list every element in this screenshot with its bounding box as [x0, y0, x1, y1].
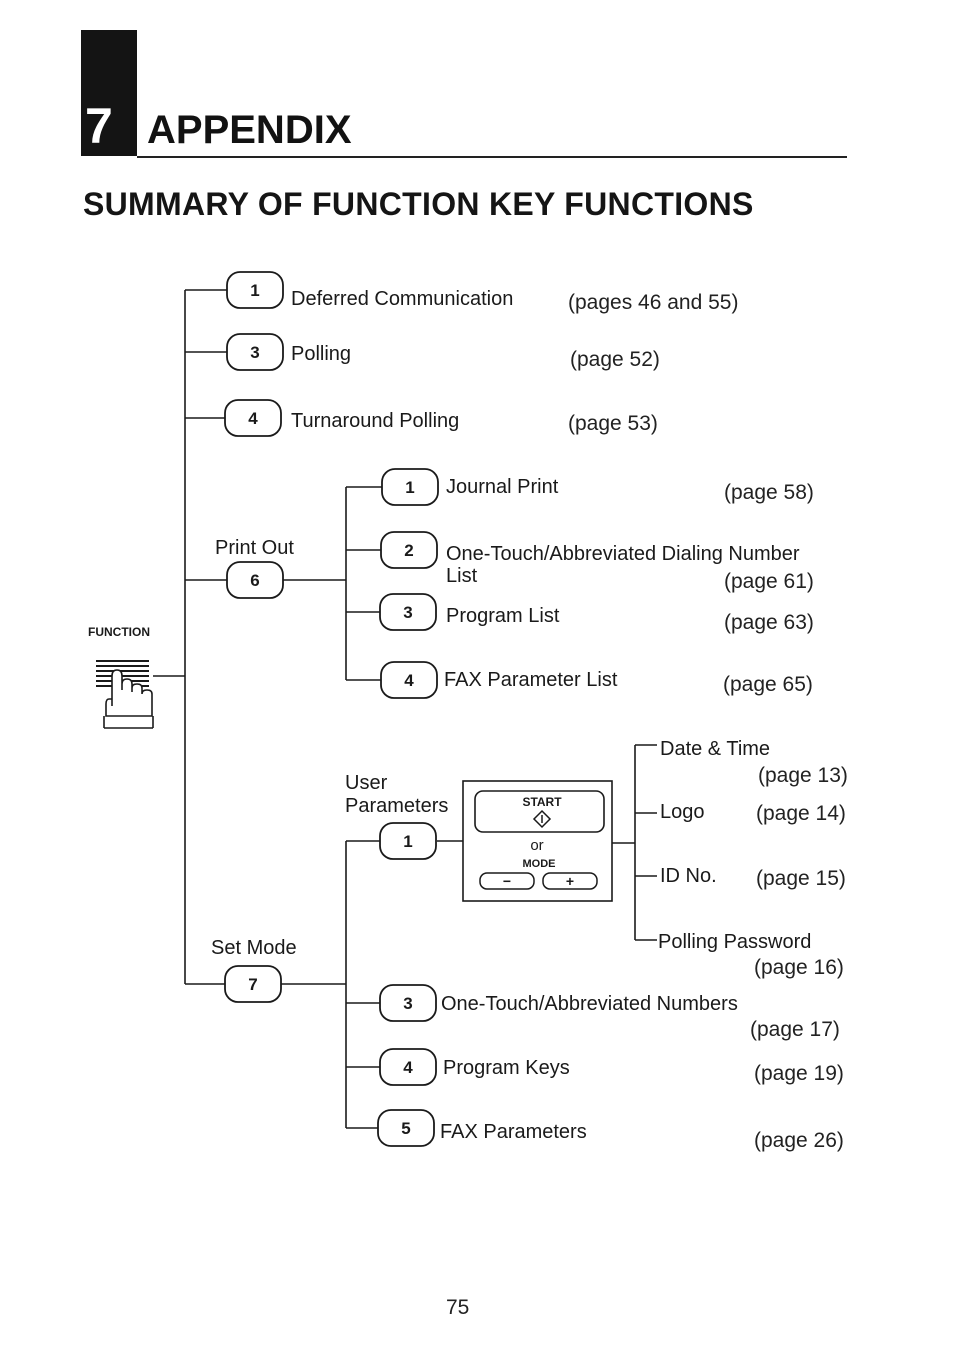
key-4-program-keys: 4	[403, 1058, 413, 1077]
logo-label: Logo	[660, 801, 705, 823]
dialing-number-list-page: (page 61)	[724, 570, 814, 593]
program-keys-label: Program Keys	[443, 1057, 570, 1079]
fax-parameter-list-page: (page 65)	[723, 673, 813, 696]
date-time-page: (page 13)	[758, 764, 848, 787]
polling-label: Polling	[291, 343, 352, 365]
one-touch-numbers-page: (page 17)	[750, 1018, 840, 1041]
key-1-journal: 1	[405, 478, 414, 497]
mode-minus-key	[479, 872, 535, 890]
function-key-hand-icon	[96, 660, 154, 729]
key-3-program-list: 3	[403, 603, 412, 622]
date-time-label: Date & Time	[660, 738, 771, 760]
mode-label: MODE	[523, 858, 556, 870]
fax-parameters-label: FAX Parameters	[440, 1121, 587, 1143]
key-1-user-params: 1	[403, 832, 412, 851]
id-no-label: ID No.	[660, 865, 717, 887]
start-mode-panel: START or MODE − +	[474, 790, 605, 890]
deferred-communication-label: Deferred Communication	[291, 288, 514, 310]
svg-text:+: +	[566, 873, 574, 889]
program-list-page: (page 63)	[724, 611, 814, 634]
print-out-label: Print Out	[215, 537, 294, 559]
dialing-number-list-label-2: List	[446, 565, 478, 587]
id-no-page: (page 15)	[756, 867, 846, 890]
polling-password-page: (page 16)	[754, 956, 844, 979]
page-number: 75	[446, 1296, 470, 1319]
key-2-dialing-list: 2	[404, 541, 413, 560]
journal-print-page: (page 58)	[724, 481, 814, 504]
polling-page: (page 52)	[570, 348, 660, 371]
key-3-one-touch: 3	[403, 994, 412, 1013]
section-title: SUMMARY OF FUNCTION KEY FUNCTIONS	[83, 186, 754, 222]
key-5-fax-params: 5	[401, 1119, 410, 1138]
user-parameters-label-1: User	[345, 772, 388, 794]
function-key-label: FUNCTION	[88, 625, 150, 639]
title-rule	[137, 156, 847, 158]
key-4-fax-param-list: 4	[404, 671, 414, 690]
logo-page: (page 14)	[756, 802, 846, 825]
key-3-polling: 3	[250, 343, 259, 362]
or-label: or	[530, 837, 543, 854]
program-list-label: Program List	[446, 605, 560, 627]
mode-plus-key	[542, 872, 598, 890]
start-label: START	[522, 795, 562, 809]
journal-print-label: Journal Print	[446, 476, 559, 498]
program-keys-page: (page 19)	[754, 1062, 844, 1085]
svg-text:−: −	[503, 873, 511, 889]
key-7-set-mode: 7	[248, 975, 257, 994]
chapter-number: 7	[85, 98, 113, 154]
fax-parameter-list-label: FAX Parameter List	[444, 669, 618, 691]
fax-parameters-page: (page 26)	[754, 1129, 844, 1152]
one-touch-numbers-label: One-Touch/Abbreviated Numbers	[441, 993, 738, 1015]
dialing-number-list-label: One-Touch/Abbreviated Dialing Number	[446, 543, 800, 565]
chapter-title: APPENDIX	[147, 108, 352, 152]
polling-password-label: Polling Password	[658, 931, 812, 953]
turnaround-polling-page: (page 53)	[568, 412, 658, 435]
deferred-communication-page: (pages 46 and 55)	[568, 291, 739, 314]
chapter-tab	[81, 30, 137, 156]
key-4-turnaround: 4	[248, 409, 258, 428]
key-1-deferred: 1	[250, 281, 259, 300]
user-parameters-label-2: Parameters	[345, 795, 449, 817]
turnaround-polling-label: Turnaround Polling	[291, 410, 460, 432]
start-icon	[532, 809, 552, 829]
key-6-print-out: 6	[250, 571, 259, 590]
set-mode-label: Set Mode	[211, 937, 297, 959]
